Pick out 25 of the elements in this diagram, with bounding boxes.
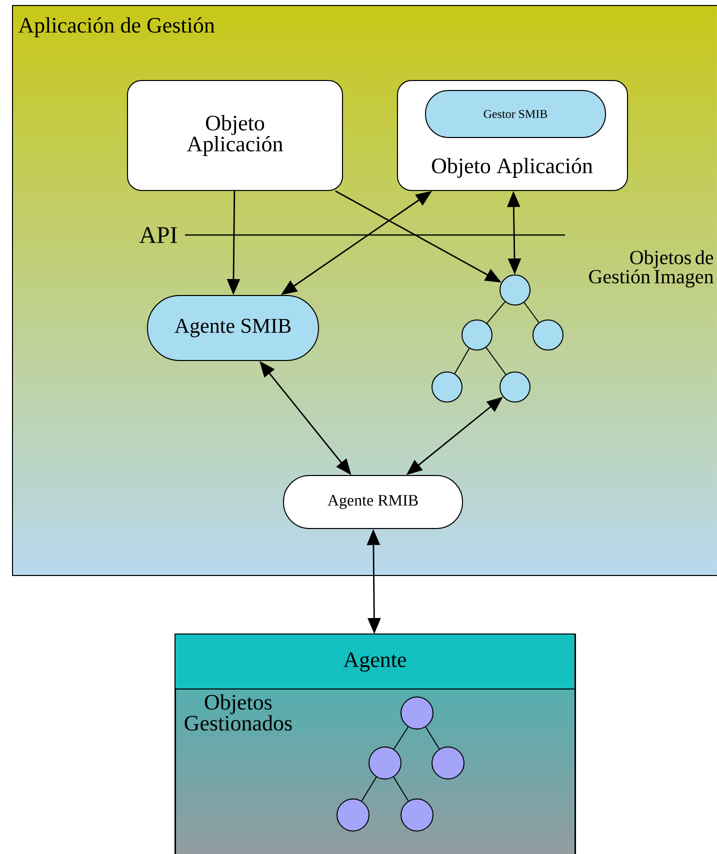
tree-line — [361, 776, 377, 802]
agent-pill: Gestor SMIB — [425, 90, 606, 138]
agent-box: Agente Objetos Gestionados — [174, 634, 576, 854]
object-box: Objeto Aplicación — [127, 80, 343, 191]
tree-line — [454, 348, 470, 374]
agent-pill: Agente RMIB — [283, 475, 463, 529]
object-circle — [432, 372, 462, 402]
object-circle — [400, 798, 434, 832]
object-circle — [462, 320, 492, 350]
tree-line — [393, 776, 409, 802]
tree-line — [425, 726, 440, 750]
agent-pill: Agente SMIB — [147, 295, 319, 361]
label-text: Objetos de Gestión Imagen — [589, 250, 714, 288]
object-circle — [368, 746, 402, 780]
tree-line — [393, 726, 409, 750]
object-circle — [500, 274, 530, 306]
tree-line — [524, 302, 540, 323]
object-circle — [532, 320, 564, 350]
tree-line — [486, 347, 506, 375]
object-circle — [336, 798, 370, 832]
label-text: API — [139, 227, 177, 243]
object-circle — [432, 746, 464, 780]
object-circle — [500, 372, 530, 402]
object-circle — [400, 696, 434, 730]
tree-line — [486, 301, 506, 324]
